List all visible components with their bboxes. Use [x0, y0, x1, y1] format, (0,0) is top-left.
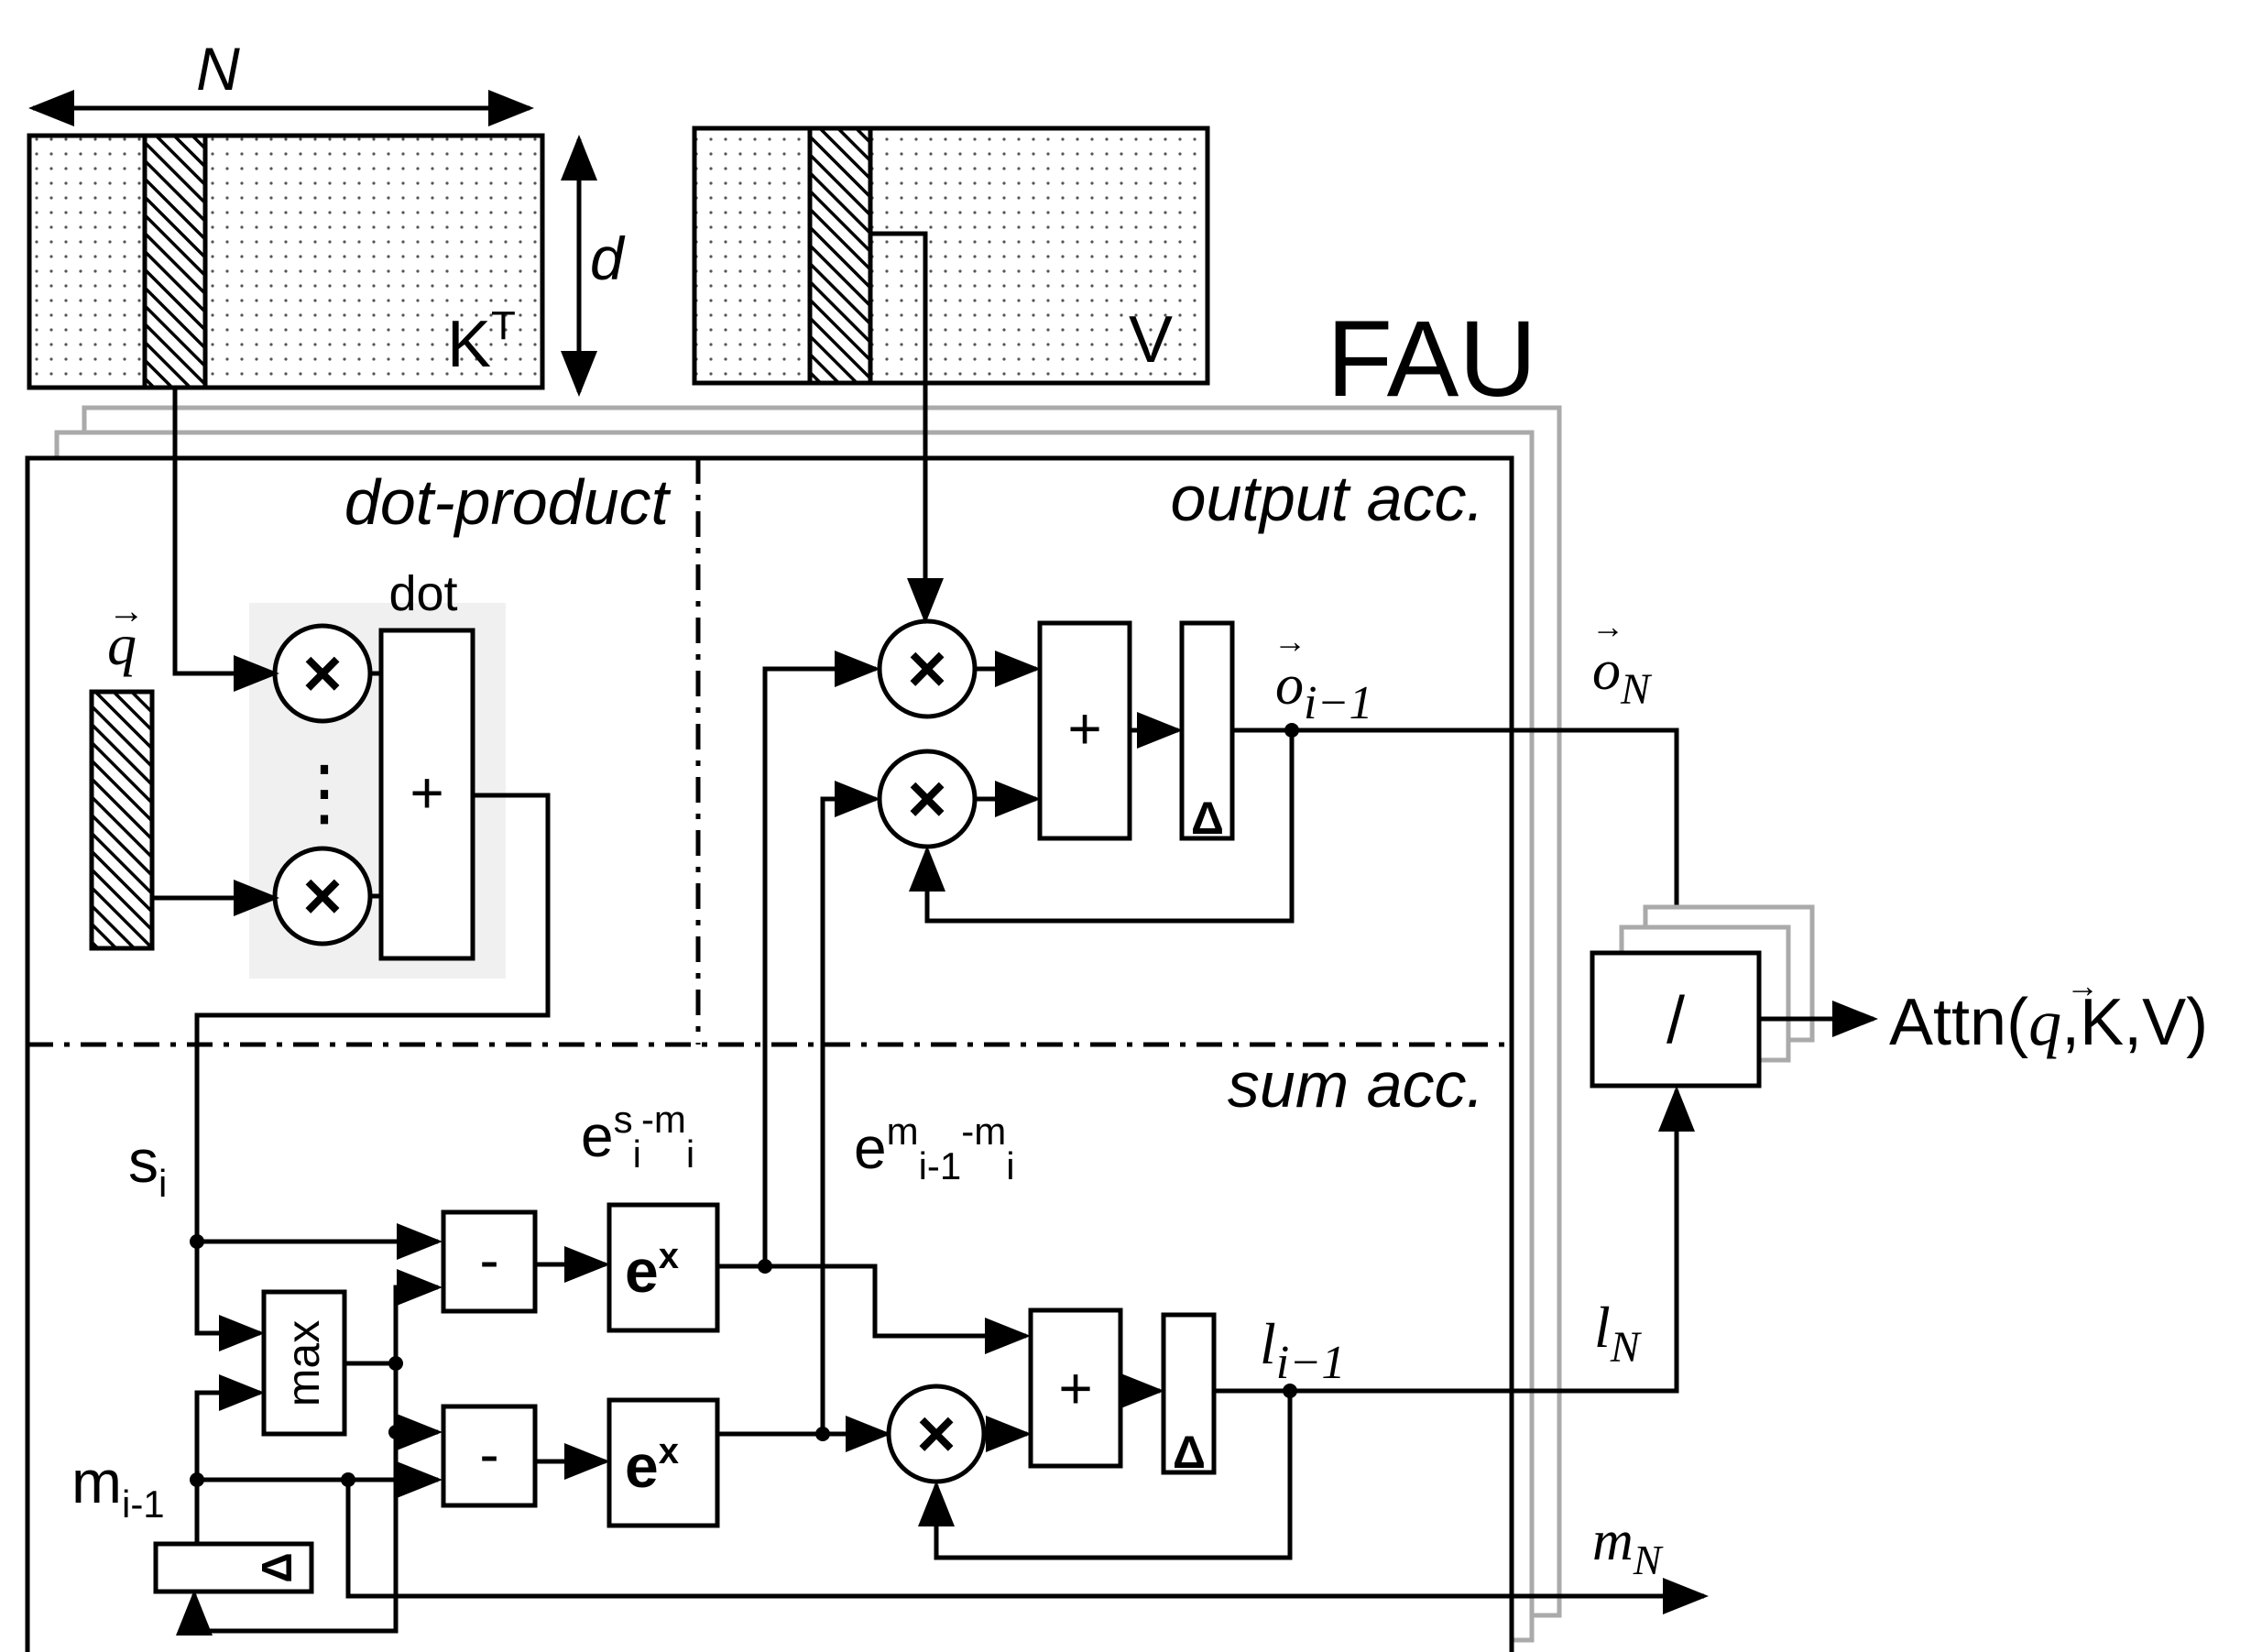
output-final-label: oN: [1592, 640, 1653, 714]
score-label: si: [128, 1127, 167, 1205]
wire-exp-bottom-to-output-mult: [820, 781, 880, 1434]
section-label-dot-product: dot-product: [344, 466, 672, 538]
query-vector: [89, 689, 155, 951]
query-vector-label: q: [107, 612, 137, 677]
wire-sum-feedback: [918, 1391, 1293, 1560]
output-junction-dot: [1284, 723, 1299, 738]
sum-prev-label: li−1: [1260, 1311, 1345, 1389]
wire-output-feedback: [909, 730, 1295, 924]
dot-multiplier-top-symbol: ×: [302, 635, 342, 711]
width-dimension-label: N: [196, 35, 240, 103]
sum-register-clock: Δ: [1173, 1427, 1206, 1478]
max-prev-label: mi-1: [71, 1448, 165, 1526]
dot-multiplier-bottom-symbol: ×: [302, 858, 342, 934]
sum-final-label: lN: [1594, 1295, 1643, 1372]
wire-max-prev-to-max: [194, 1374, 265, 1544]
exp-unit-top-label: ex: [625, 1236, 679, 1305]
wire-key-to-multiplier: [172, 388, 279, 692]
divider-symbol: /: [1666, 984, 1685, 1057]
output-prev-label: oi−1: [1275, 654, 1373, 729]
output-adder-symbol: +: [1067, 695, 1101, 761]
output-multiplier-bottom-symbol: ×: [907, 760, 946, 837]
output-final-arrow-accent: →: [1591, 607, 1624, 645]
sum-adder-symbol: +: [1058, 1355, 1092, 1421]
dot-adder-symbol: +: [410, 760, 443, 826]
subtract-bottom-symbol: -: [479, 1421, 498, 1487]
dot-unit-label: dot: [388, 566, 457, 621]
subtract-unit-bottom: [441, 1404, 538, 1508]
query-vector-arrow-accent: →: [108, 591, 145, 631]
wire-max-to-register: [176, 1432, 399, 1636]
wire-max-output-m-N: [345, 1480, 1709, 1614]
value-column-hatched: [807, 126, 873, 386]
dot-multiplier-ellipsis: ⋮: [288, 751, 361, 833]
output-prev-arrow-accent: →: [1273, 622, 1306, 660]
divider-unit: [1590, 950, 1762, 1089]
exp-max-label: emi-1-mi: [854, 1110, 1015, 1187]
section-label-sum-acc: sum acc.: [1228, 1049, 1484, 1121]
wire-sum-to-divider: [1214, 1086, 1695, 1394]
max-register-clock: Δ: [253, 1552, 301, 1582]
fau-title: FAU: [1327, 299, 1537, 420]
key-transpose-matrix: KT: [27, 133, 545, 390]
output-adder: [1037, 620, 1132, 841]
wire-score-to-max: [194, 1242, 265, 1351]
key-column-hatched: [142, 133, 208, 390]
sum-multiplier-symbol: ×: [916, 1395, 956, 1471]
output-register: [1179, 620, 1235, 841]
section-label-output-acc: output acc.: [1171, 463, 1484, 534]
wire-dot-output-to-score: [194, 793, 551, 1242]
subtract-top-symbol: -: [479, 1227, 498, 1293]
height-dimension-label: d: [590, 224, 626, 292]
key-matrix-label: KT: [447, 303, 516, 381]
max-final-label: mN: [1592, 1510, 1664, 1583]
wire-value-to-multiplier: [870, 231, 944, 624]
attention-output-label: Attn(q,K,V): [1889, 986, 2208, 1059]
output-register-clock: Δ: [1191, 793, 1224, 844]
exp-unit-bottom: [606, 1397, 720, 1528]
max-register: [153, 1541, 314, 1594]
wire-max-to-subtract-top: [393, 1269, 443, 1363]
value-matrix: V: [692, 126, 1210, 386]
exp-score-label: esi-mi: [581, 1098, 694, 1176]
attention-output-q-arrow-accent: →: [2066, 967, 2099, 1004]
exp-unit-bottom-label: ex: [625, 1431, 679, 1500]
wire-output-to-divider: [1232, 728, 1695, 955]
max-unit-label: max: [278, 1320, 329, 1406]
output-multiplier-top-symbol: ×: [907, 630, 946, 706]
subtract-unit-top: [441, 1209, 538, 1314]
value-matrix-label: V: [1129, 303, 1173, 377]
wire-exp-top-to-sum-adder: [765, 1264, 1031, 1354]
wire-exp-top-to-output-mult: [762, 651, 880, 1266]
sum-adder: [1028, 1307, 1123, 1469]
